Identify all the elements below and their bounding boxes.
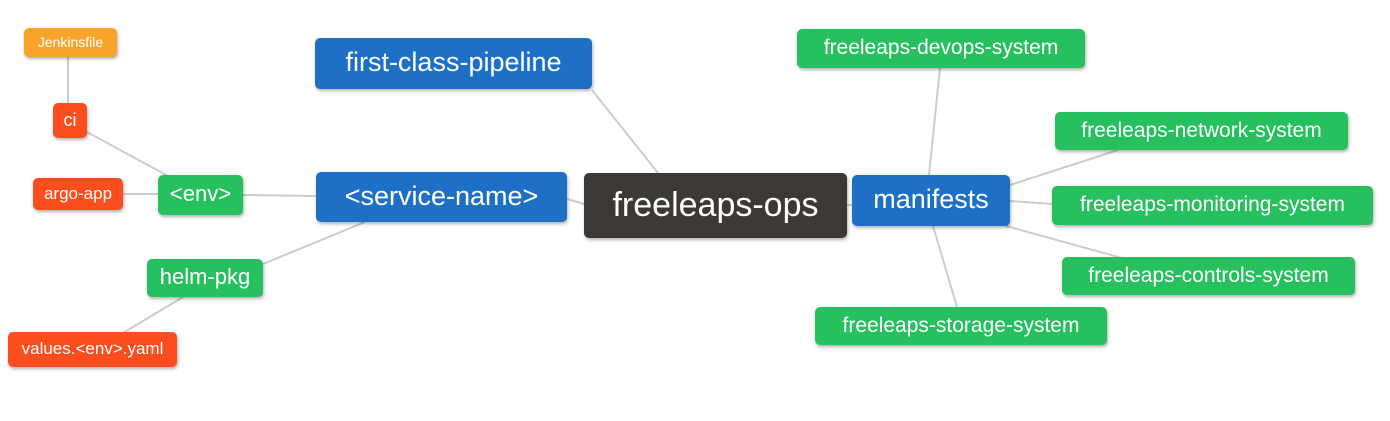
edge-manifests--freeleaps-devops-system	[928, 67, 941, 176]
node-argo-app[interactable]: argo-app	[33, 178, 123, 210]
edge-manifests--freeleaps-network-system	[1009, 149, 1119, 186]
edge-first-class-pipeline--freeleaps-ops	[591, 89, 659, 174]
edge-ci--env	[84, 130, 171, 178]
node-helm-pkg[interactable]: helm-pkg	[147, 259, 263, 297]
node-env[interactable]: <env>	[158, 175, 243, 215]
node-freeleaps-devops-system[interactable]: freeleaps-devops-system	[797, 29, 1085, 68]
node-manifests[interactable]: manifests	[852, 175, 1010, 226]
node-ci[interactable]: ci	[53, 103, 87, 138]
node-values-env-yaml[interactable]: values.<env>.yaml	[8, 332, 177, 367]
node-freeleaps-ops[interactable]: freeleaps-ops	[584, 173, 847, 238]
node-freeleaps-monitoring-system[interactable]: freeleaps-monitoring-system	[1052, 186, 1373, 225]
edge-manifests--freeleaps-storage-system	[932, 225, 958, 308]
edge-manifests--freeleaps-monitoring-system	[1009, 200, 1053, 205]
edge-service-name--freeleaps-ops	[566, 198, 585, 205]
node-service-name[interactable]: <service-name>	[316, 172, 567, 222]
edge-env--service-name	[242, 194, 317, 197]
node-freeleaps-controls-system[interactable]: freeleaps-controls-system	[1062, 257, 1355, 295]
node-freeleaps-storage-system[interactable]: freeleaps-storage-system	[815, 307, 1107, 345]
node-freeleaps-network-system[interactable]: freeleaps-network-system	[1055, 112, 1348, 150]
edge-service-name--helm-pkg	[262, 221, 366, 265]
node-jenkinsfile[interactable]: Jenkinsfile	[24, 28, 117, 57]
node-first-class-pipeline[interactable]: first-class-pipeline	[315, 38, 592, 89]
edge-manifests--freeleaps-controls-system	[1005, 225, 1123, 259]
edge-helm-pkg--values-env-yaml	[122, 296, 184, 334]
